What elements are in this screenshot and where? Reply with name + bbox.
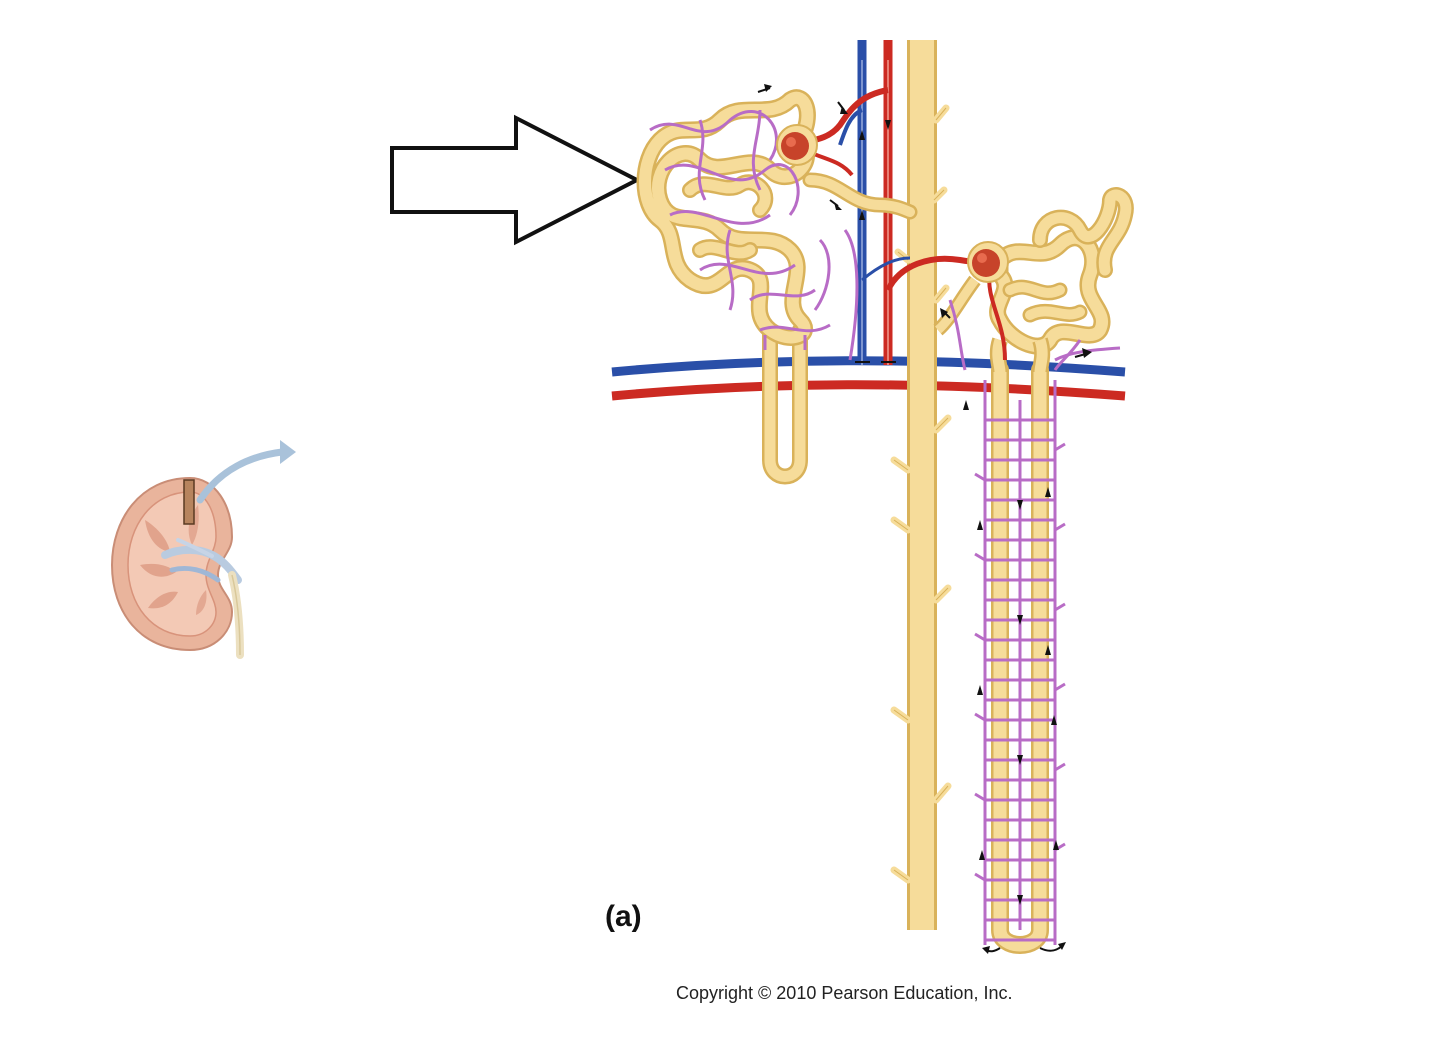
block-arrow-right-icon [390, 114, 642, 246]
collecting-duct [890, 40, 952, 930]
cortical-nephron [636, 84, 918, 485]
juxtamedullary-nephron [861, 187, 1134, 954]
curved-arrow-icon [196, 440, 296, 504]
copyright-notice: Copyright © 2010 Pearson Education, Inc. [676, 983, 1013, 1003]
kidney-cross-section-icon [110, 476, 244, 659]
panel-label: (a) [605, 900, 642, 933]
